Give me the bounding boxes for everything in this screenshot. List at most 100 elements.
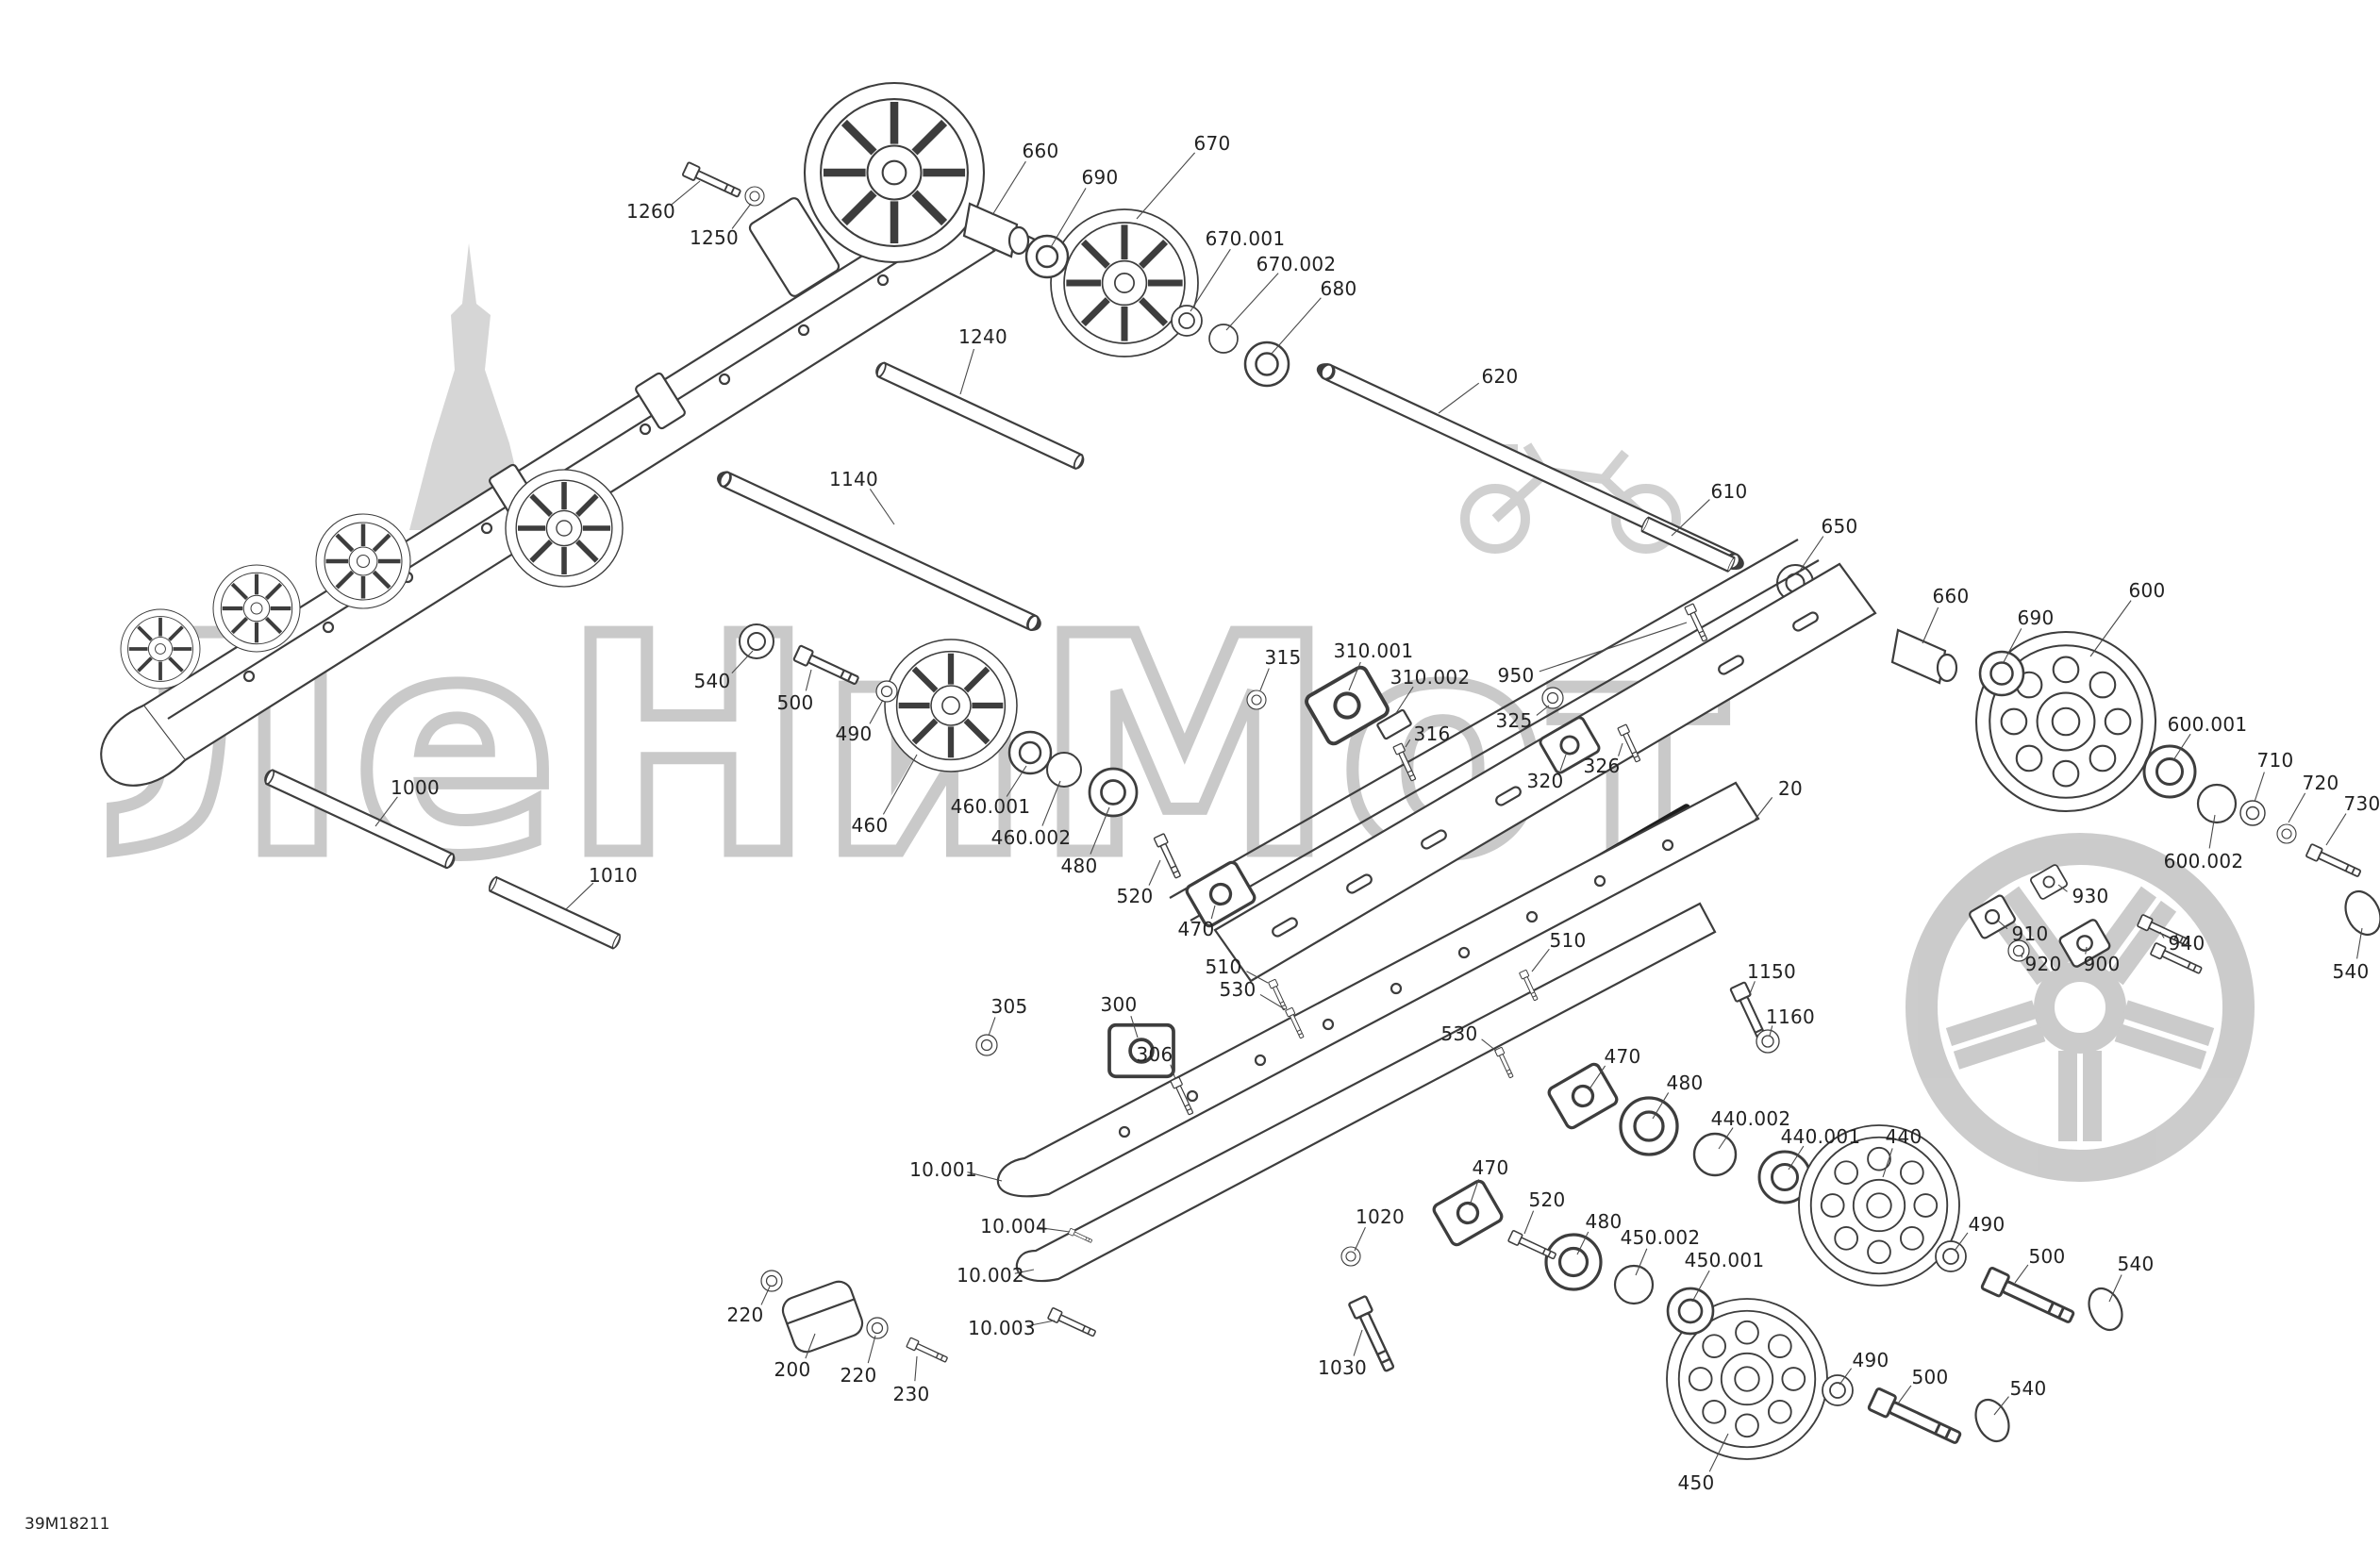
leader-line-1000 [374, 796, 398, 827]
part-label-670.001: 670.001 [1205, 227, 1286, 250]
part-label-10.004: 10.004 [980, 1215, 1048, 1238]
leader-line-306 [1170, 1064, 1176, 1080]
part-label-470: 470 [1604, 1045, 1641, 1068]
part-label-670: 670 [1193, 132, 1231, 155]
part-label-1240: 1240 [957, 325, 1008, 348]
leader-line-460.001 [1006, 765, 1027, 797]
leader-line-490 [1954, 1232, 1969, 1252]
part-label-326: 326 [1583, 755, 1621, 777]
leader-line-1010 [565, 882, 594, 910]
leader-line-660 [991, 160, 1026, 216]
leader-line-540 [731, 650, 754, 674]
part-label-325: 325 [1495, 709, 1533, 732]
leader-line-600 [2089, 600, 2132, 657]
part-label-670.002: 670.002 [1256, 253, 1337, 275]
leader-line-540 [2108, 1274, 2122, 1303]
leader-line-1160 [1769, 1025, 1773, 1037]
part-label-310.001: 310.001 [1333, 640, 1414, 662]
leader-line-220 [867, 1335, 876, 1364]
part-label-720: 720 [2302, 772, 2339, 794]
part-label-540: 540 [2009, 1377, 2047, 1400]
part-label-500: 500 [2028, 1245, 2066, 1268]
leader-line-650 [1797, 536, 1824, 574]
leader-line-325 [1536, 705, 1550, 716]
leader-line-310.001 [1348, 661, 1361, 691]
leader-line-520 [1523, 1210, 1535, 1235]
part-label-510: 510 [1205, 955, 1242, 978]
leader-line-670.002 [1225, 273, 1279, 331]
part-label-510: 510 [1549, 929, 1587, 952]
leader-line-326 [1618, 742, 1623, 756]
leader-line-230 [914, 1355, 918, 1382]
part-label-450: 450 [1677, 1471, 1715, 1494]
part-label-920: 920 [2024, 953, 2062, 975]
leader-line-450 [1708, 1433, 1729, 1472]
part-label-230: 230 [892, 1383, 930, 1405]
part-label-620: 620 [1481, 365, 1519, 388]
leader-line-315 [1259, 668, 1270, 691]
leader-line-316 [1405, 739, 1411, 748]
part-label-440: 440 [1885, 1125, 1922, 1148]
leader-line-440.002 [1718, 1127, 1734, 1150]
part-label-530: 530 [1440, 1022, 1478, 1045]
part-label-480: 480 [1666, 1072, 1704, 1094]
part-label-610: 610 [1710, 480, 1748, 503]
part-label-460.001: 460.001 [950, 795, 1031, 818]
part-label-460.002: 460.002 [990, 826, 1072, 849]
leader-line-490 [869, 699, 884, 724]
leader-line-540 [2356, 927, 2363, 959]
leader-line-950 [1539, 622, 1688, 673]
leader-line-20 [1752, 797, 1773, 823]
leader-line-690 [1050, 188, 1087, 248]
part-label-600.001: 600.001 [2167, 713, 2248, 736]
part-label-10.001: 10.001 [909, 1158, 977, 1181]
leader-line-670 [1136, 152, 1196, 220]
part-label-540: 540 [2117, 1253, 2155, 1275]
leader-line-600.001 [2172, 733, 2191, 761]
part-label-660: 660 [1932, 585, 1970, 607]
leader-line-460 [882, 754, 918, 815]
part-label-450.002: 450.002 [1620, 1226, 1701, 1249]
leader-line-720 [2288, 792, 2306, 823]
part-label-1020: 1020 [1355, 1205, 1406, 1228]
part-label-1000: 1000 [390, 776, 441, 799]
leader-line-680 [1270, 297, 1322, 356]
leader-line-10.002 [1014, 1269, 1035, 1274]
leader-line-500 [1897, 1385, 1912, 1404]
part-label-10.002: 10.002 [957, 1264, 1024, 1287]
part-label-1150: 1150 [1746, 960, 1797, 983]
part-label-20: 20 [1777, 777, 1804, 800]
leader-line-1150 [1748, 981, 1756, 997]
leader-line-1260 [671, 180, 701, 206]
leader-line-530 [1481, 1038, 1497, 1052]
leader-line-500 [2014, 1264, 2029, 1284]
part-label-306: 306 [1136, 1043, 1173, 1066]
part-label-300: 300 [1100, 993, 1138, 1016]
part-label-930: 930 [2072, 885, 2109, 907]
leader-line-480 [1652, 1092, 1670, 1120]
leader-line-620 [1438, 382, 1480, 414]
part-label-10.003: 10.003 [968, 1317, 1036, 1339]
part-label-1140: 1140 [828, 468, 879, 490]
leader-line-730 [2325, 813, 2347, 846]
part-label-440.002: 440.002 [1710, 1107, 1791, 1130]
leader-line-320 [1559, 754, 1567, 772]
leader-line-910 [1997, 920, 2008, 930]
part-label-730: 730 [2343, 792, 2380, 815]
leader-line-310.002 [1395, 686, 1414, 714]
part-label-320: 320 [1526, 770, 1564, 792]
leader-line-510 [1531, 948, 1550, 972]
leader-line-530 [1259, 993, 1286, 1010]
part-label-540: 540 [693, 670, 731, 692]
leader-line-660 [1922, 606, 1939, 644]
part-label-950: 950 [1497, 664, 1535, 687]
leader-line-940 [2159, 931, 2165, 939]
leader-line-1240 [959, 348, 975, 395]
leader-line-490 [1839, 1368, 1853, 1386]
part-label-1250: 1250 [689, 226, 740, 249]
part-label-490: 490 [1968, 1213, 2006, 1236]
part-label-220: 220 [726, 1304, 764, 1326]
